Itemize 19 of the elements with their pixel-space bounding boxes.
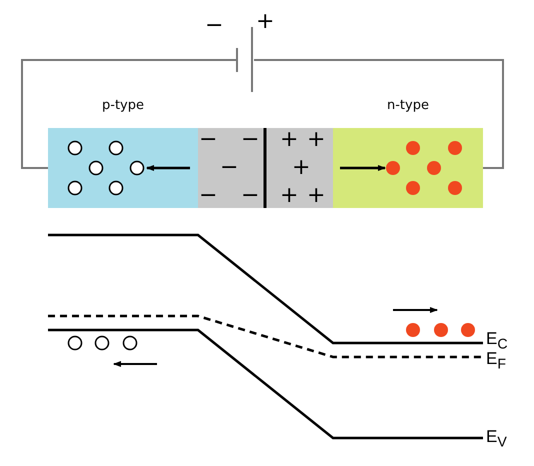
- region-label: n-type: [386, 99, 430, 112]
- circuit-wire: [254, 59, 504, 169]
- band-label: E$_{V}$: [486, 428, 507, 450]
- region-label: p-type: [101, 99, 145, 112]
- charge-sign: +: [307, 185, 323, 207]
- charge-sign: +: [280, 129, 296, 151]
- charge-sign: +: [280, 185, 296, 207]
- charge-sign: −: [199, 185, 215, 207]
- charge-sign: −: [241, 185, 257, 207]
- circuit-wire: [21, 59, 236, 169]
- charge-sign: −: [220, 157, 236, 179]
- charge-sign: +: [307, 129, 323, 151]
- battery-sign: +: [256, 11, 272, 33]
- band-label: E$_{C}$: [486, 330, 508, 352]
- band-label: E$_{F}$: [486, 350, 506, 372]
- charge-sign: +: [292, 157, 308, 179]
- charge-sign: −: [199, 129, 215, 151]
- battery-sign: −: [205, 15, 221, 37]
- charge-sign: −: [241, 129, 257, 151]
